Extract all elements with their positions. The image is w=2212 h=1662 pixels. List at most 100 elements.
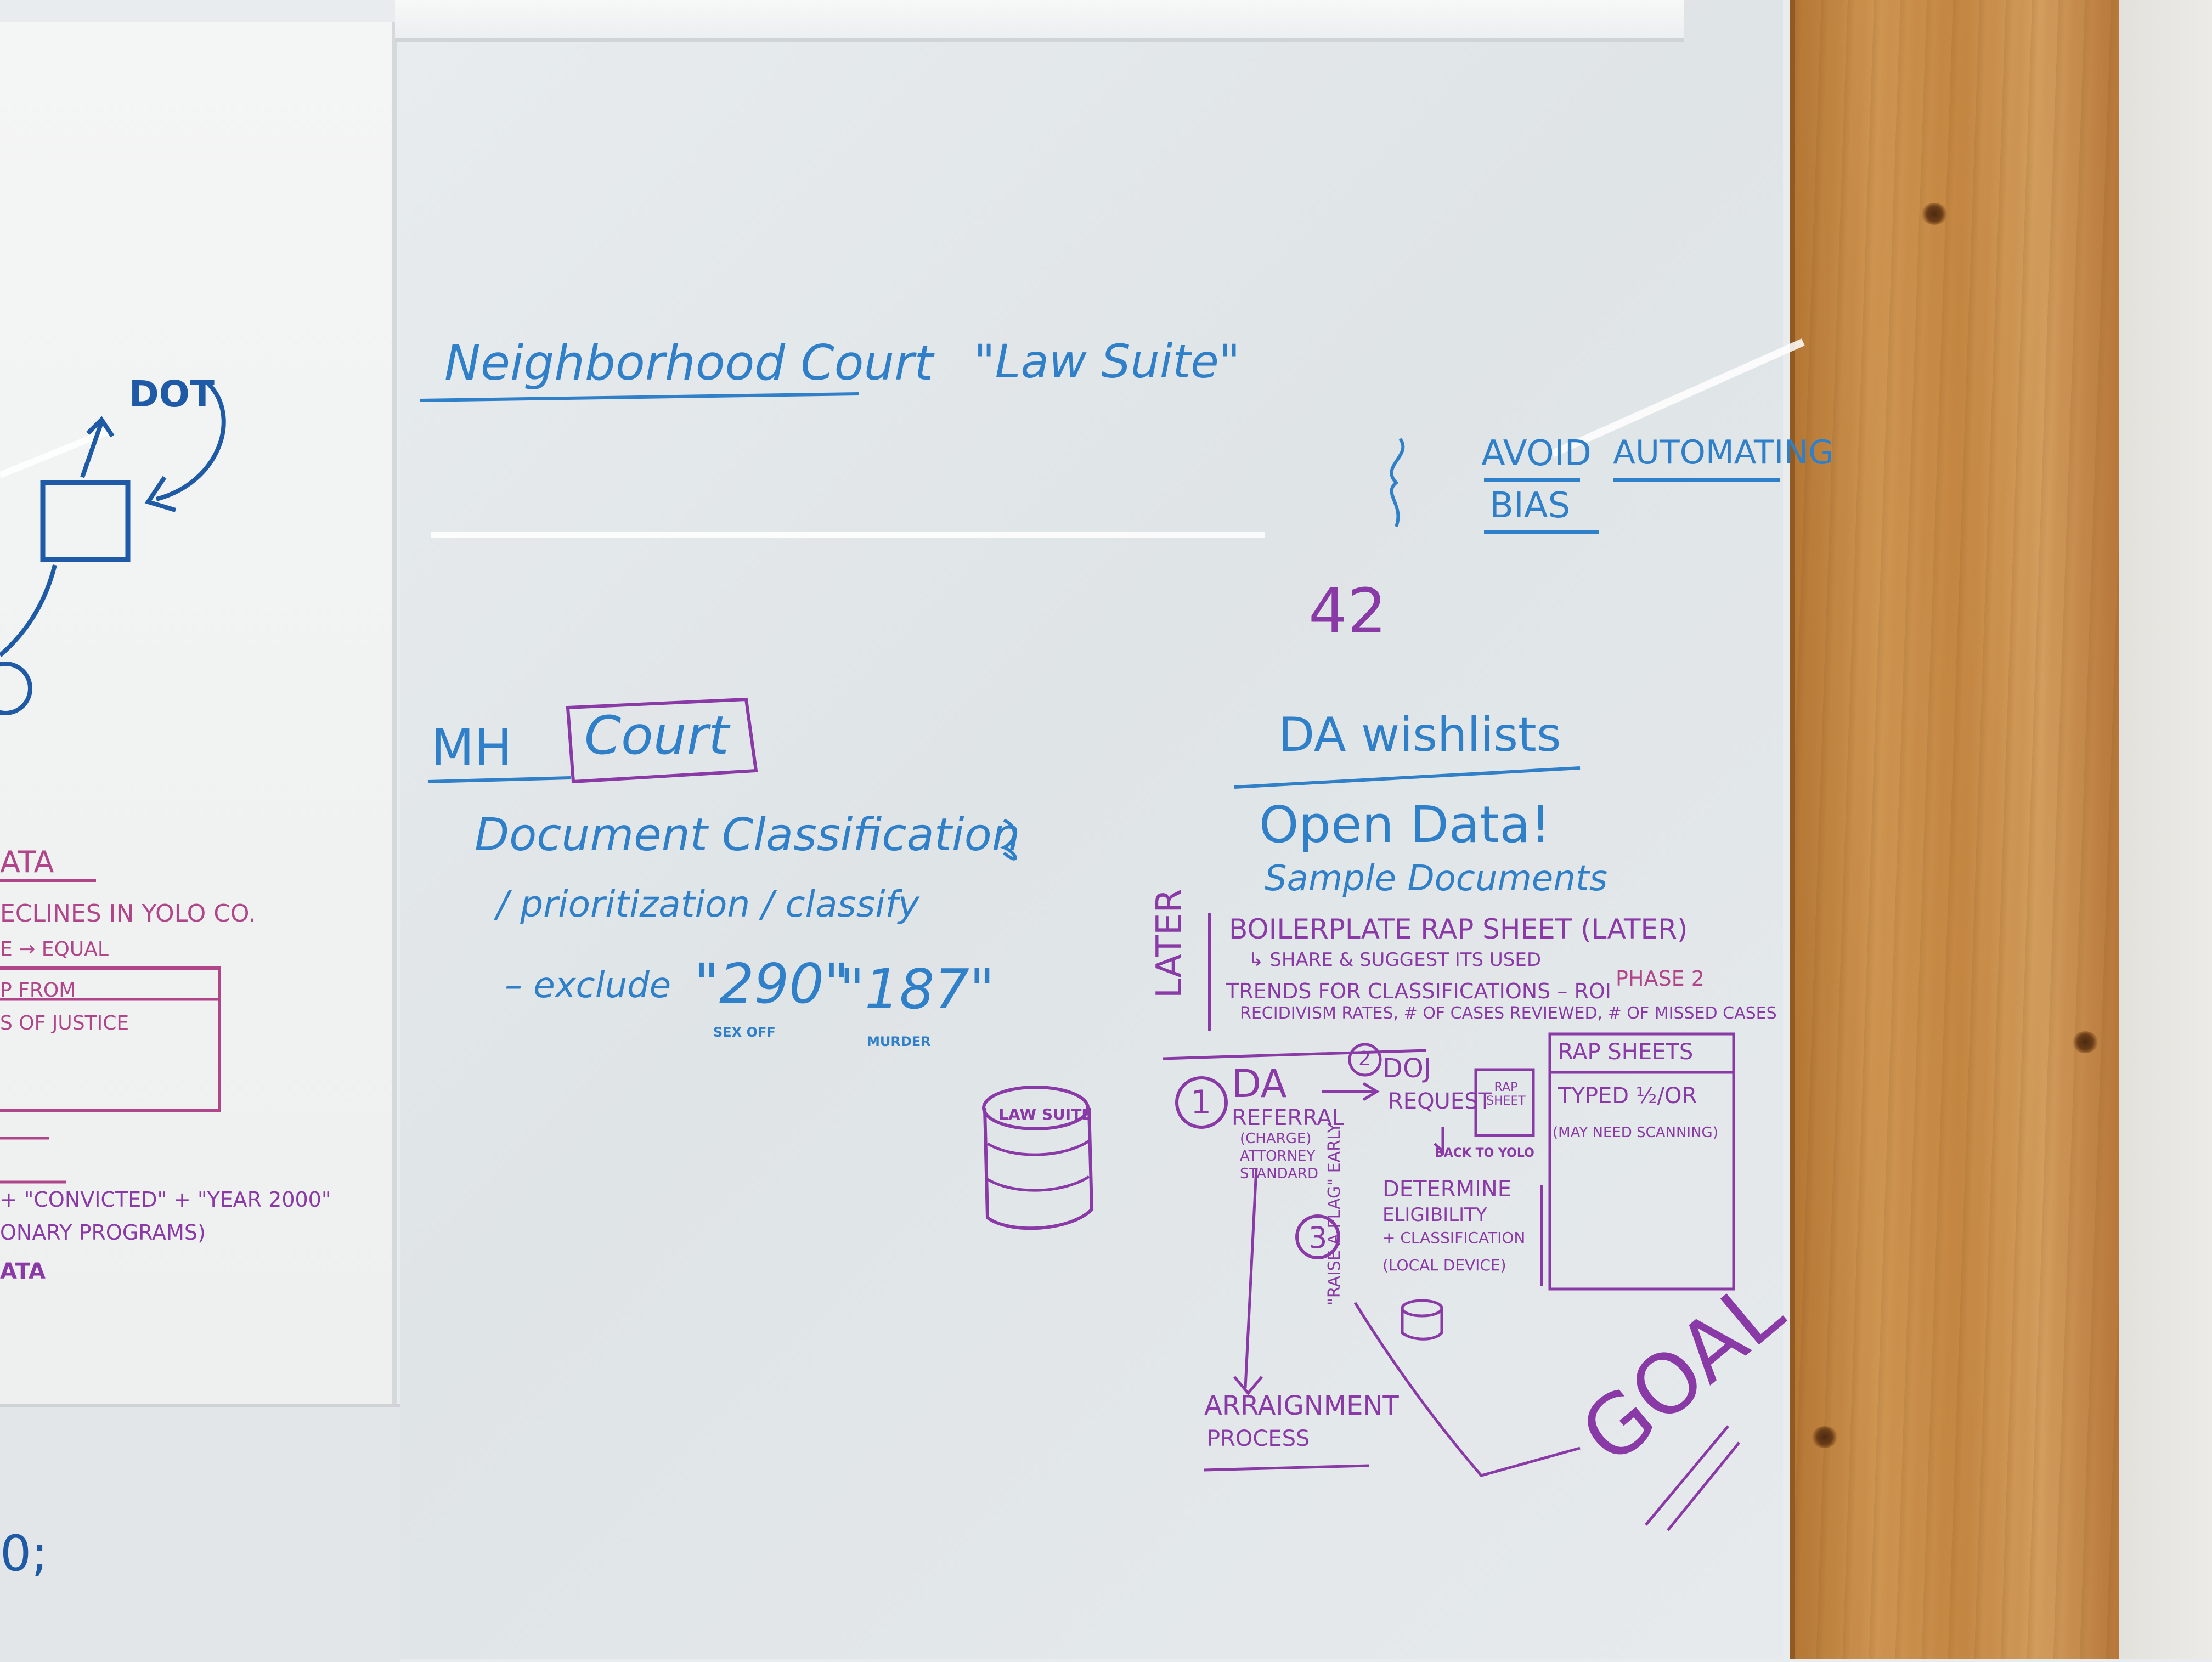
prioritization: / prioritization / classify — [496, 883, 919, 925]
arraignment: ARRAIGNMENT — [1204, 1390, 1399, 1421]
document-classification: Document Classification — [475, 809, 1020, 861]
open-data: Open Data! — [1259, 795, 1551, 854]
da-wishlists: DA wishlists — [1278, 708, 1561, 762]
step-2: 2 — [1358, 1048, 1371, 1070]
referral: REFERRAL — [1232, 1105, 1344, 1130]
law-suite-quote: "Law Suite" — [974, 335, 1240, 388]
step-1: 1 — [1190, 1083, 1212, 1122]
later-vertical: LATER — [1149, 889, 1190, 998]
step-circle — [1175, 1076, 1228, 1129]
code-187: "187" — [839, 957, 995, 1021]
curly-brace — [1390, 438, 1405, 528]
underline — [427, 776, 571, 783]
rap-sheet-small: RAP SHEET — [1486, 1081, 1526, 1108]
main-whiteboard — [400, 0, 1783, 1659]
curly-brace — [1000, 818, 1017, 861]
wood-knot — [2072, 1031, 2098, 1053]
wood-beam — [1790, 0, 2124, 1659]
arrowhead — [1233, 1376, 1263, 1395]
left-text-line: ONARY PROGRAMS) — [0, 1220, 206, 1245]
sample-documents: Sample Documents — [1265, 858, 1608, 899]
left-text-line: P FROM — [0, 979, 76, 1002]
goal-line — [1353, 1302, 1581, 1477]
goal-underline — [1667, 1441, 1740, 1531]
determine: DETERMINE — [1383, 1177, 1512, 1202]
person-icon — [0, 662, 32, 715]
underline — [1204, 1464, 1369, 1472]
sex-off-label: SEX OFF — [713, 1025, 776, 1040]
rap-sheet-box — [1474, 1068, 1535, 1137]
flow-line — [1244, 1168, 1258, 1388]
wood-knot — [1812, 1426, 1838, 1448]
trends: TRENDS FOR CLASSIFICATIONS – ROI — [1226, 979, 1611, 1003]
database-icon — [986, 1175, 1090, 1192]
recidivism: RECIDIVISM RATES, # OF CASES REVIEWED, #… — [1240, 1004, 1777, 1023]
dot-label: DOT — [129, 373, 215, 415]
ata-heading: ATA — [0, 845, 54, 879]
arrow — [1434, 1127, 1444, 1156]
divider-line — [1163, 1049, 1427, 1060]
database-icon — [986, 1139, 1090, 1156]
automating: AUTOMATING — [1613, 433, 1834, 472]
left-text-line: E → EQUAL — [0, 938, 109, 960]
left-text-line: ATA — [0, 1259, 46, 1284]
left-text-line: 0; — [0, 1525, 48, 1582]
step-3: 3 — [1308, 1220, 1328, 1255]
underline — [1234, 766, 1581, 789]
wood-knot — [1921, 203, 1948, 225]
da-label: DA — [1232, 1061, 1287, 1106]
charge-attorney: (CHARGE) ATTORNEY STANDARD — [1240, 1130, 1319, 1182]
left-text-line: S OF JUSTICE — [0, 1012, 129, 1034]
bias: BIAS — [1489, 485, 1571, 526]
number-42: 42 — [1308, 576, 1387, 647]
left-text-line: + "CONVICTED" + "YEAR 2000" — [0, 1188, 331, 1212]
court-box — [566, 697, 758, 784]
neighborhood-court: Neighborhood Court — [444, 335, 933, 391]
classification: + CLASSIFICATION — [1383, 1229, 1526, 1247]
court-label: Court — [584, 705, 729, 766]
share-suggest: ↳ SHARE & SUGGEST ITS USED — [1248, 949, 1542, 971]
diagram-box — [40, 480, 131, 562]
doj-label: DOJ — [1383, 1053, 1431, 1084]
exclude: – exclude — [505, 965, 672, 1006]
avoid: AVOID — [1481, 433, 1592, 474]
database-icon — [983, 1107, 1094, 1230]
left-lower-panel — [0, 1404, 400, 1662]
diagram-arrow — [80, 421, 104, 478]
rap-sheets-header: RAP SHEETS — [1558, 1039, 1694, 1065]
request-label: REQUEST — [1388, 1089, 1492, 1114]
pink-box — [0, 966, 221, 1112]
goal-underline — [1645, 1425, 1729, 1526]
code-290: "290" — [694, 952, 849, 1016]
may-need-scanning: (MAY NEED SCANNING) — [1553, 1124, 1718, 1141]
murder-label: MURDER — [867, 1034, 931, 1049]
arrowhead — [1362, 1082, 1380, 1101]
diagram-arrow — [155, 382, 226, 501]
raise-flag: "RAISE A FLAG" EARLY — [1325, 1122, 1344, 1305]
diagram-arrow — [0, 564, 57, 658]
eligibility: ELIGIBILITY — [1383, 1204, 1487, 1226]
process: PROCESS — [1207, 1426, 1310, 1451]
boilerplate: BOILERPLATE RAP SHEET (LATER) — [1229, 913, 1688, 945]
underline — [419, 392, 859, 402]
typed-or: TYPED ½/OR — [1558, 1083, 1697, 1109]
arrowhead — [86, 416, 115, 438]
phase2: PHASE 2 — [1616, 966, 1705, 991]
wall — [2119, 0, 2212, 1659]
rap-sheets-box — [1548, 1032, 1735, 1291]
left-whiteboard — [0, 22, 397, 1404]
law-suite-db-label: LAW SUITE — [998, 1105, 1092, 1123]
database-icon — [1401, 1299, 1443, 1318]
step-circle — [1295, 1214, 1340, 1259]
light-reflection — [431, 532, 1265, 538]
ceiling-frame — [395, 0, 1684, 42]
left-text-line: ECLINES IN YOLO CO. — [0, 900, 256, 928]
database-icon — [1401, 1308, 1443, 1341]
local-device: (LOCAL DEVICE) — [1383, 1256, 1506, 1274]
database-icon — [982, 1086, 1090, 1130]
step-circle — [1348, 1043, 1382, 1077]
arrowhead — [144, 476, 177, 512]
mh-label: MH — [431, 719, 512, 777]
